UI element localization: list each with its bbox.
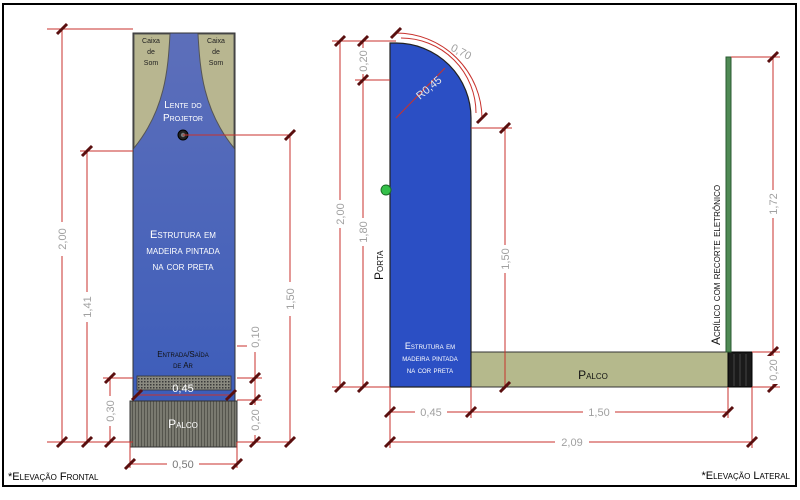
speaker-left xyxy=(133,33,171,150)
lateral-elevation: Porta Estrutura em madeira pintada na co… xyxy=(332,26,791,482)
frontal-dim-150: 1,50 xyxy=(285,288,297,309)
lateral-dim-150-h: 1,50 xyxy=(588,407,609,419)
lateral-estrutura-l3: na cor preta xyxy=(407,365,453,375)
entrada-l1: Entrada/Saída xyxy=(157,350,209,359)
frontal-elevation: Caixa de Som Caixa de Som Lente do Proje… xyxy=(8,22,298,483)
sheet-border xyxy=(2,3,797,487)
caixa-left-l1: Caixa xyxy=(142,38,160,45)
caixa-left-l3: Som xyxy=(144,60,159,67)
caixa-right-l3: Som xyxy=(209,60,224,67)
caixa-left-l2: de xyxy=(147,49,155,56)
lateral-dim-180: 1,80 xyxy=(358,221,370,242)
door-handle-base xyxy=(383,186,388,194)
caixa-right-l2: de xyxy=(212,49,220,56)
lateral-dim-020-palco: 0,20 xyxy=(768,359,780,380)
lateral-dim-020-top: 0,20 xyxy=(358,50,370,71)
frontal-palco xyxy=(129,400,238,448)
caixa-right-l1: Caixa xyxy=(207,38,225,45)
lateral-dim-172: 1,72 xyxy=(768,193,780,214)
lateral-estrutura-l2: madeira pintada xyxy=(402,353,457,363)
lateral-dim-209: 2,09 xyxy=(561,437,582,449)
frontal-dim-030: 0,30 xyxy=(105,400,117,421)
porta-label: Porta xyxy=(372,250,386,280)
frontal-dim-141: 1,41 xyxy=(82,296,94,317)
frontal-palco-label: Palco xyxy=(168,417,198,431)
lente-l1: Lente do xyxy=(164,100,202,111)
lateral-palco-label: Palco xyxy=(578,368,608,382)
speaker-right xyxy=(197,33,235,150)
frontal-estrutura-l3: na cor preta xyxy=(152,261,214,273)
lateral-dim-150: 1,50 xyxy=(500,248,512,269)
lateral-caption: *Elevação Lateral xyxy=(701,470,790,482)
frontal-dim-045: 0,45 xyxy=(172,383,193,395)
entrada-l2: de Ar xyxy=(173,361,193,370)
lateral-body xyxy=(389,42,472,388)
frontal-dim-020: 0,20 xyxy=(250,409,262,430)
frontal-dim-050: 0,50 xyxy=(172,459,193,471)
frontal-dim-010: 0,10 xyxy=(250,326,262,347)
acrilico-label: Acrílico com recorte eletrônico xyxy=(709,185,723,345)
lateral-dim-045: 0,45 xyxy=(420,407,441,419)
lateral-estrutura-l1: Estrutura em xyxy=(405,341,455,351)
air-grille xyxy=(136,375,232,391)
lateral-dim-200: 2,00 xyxy=(335,203,347,224)
lateral-dim-070: 0,70 xyxy=(449,42,474,63)
lente-l2: Projetor xyxy=(163,113,203,124)
frontal-dim-200: 2,00 xyxy=(57,228,69,249)
acrylic-panel xyxy=(725,56,732,353)
frontal-estrutura-l1: Estrutura em xyxy=(150,229,216,241)
frontal-estrutura-l2: madeira pintada xyxy=(146,245,220,257)
frontal-caption: *Elevação Frontal xyxy=(8,471,99,483)
